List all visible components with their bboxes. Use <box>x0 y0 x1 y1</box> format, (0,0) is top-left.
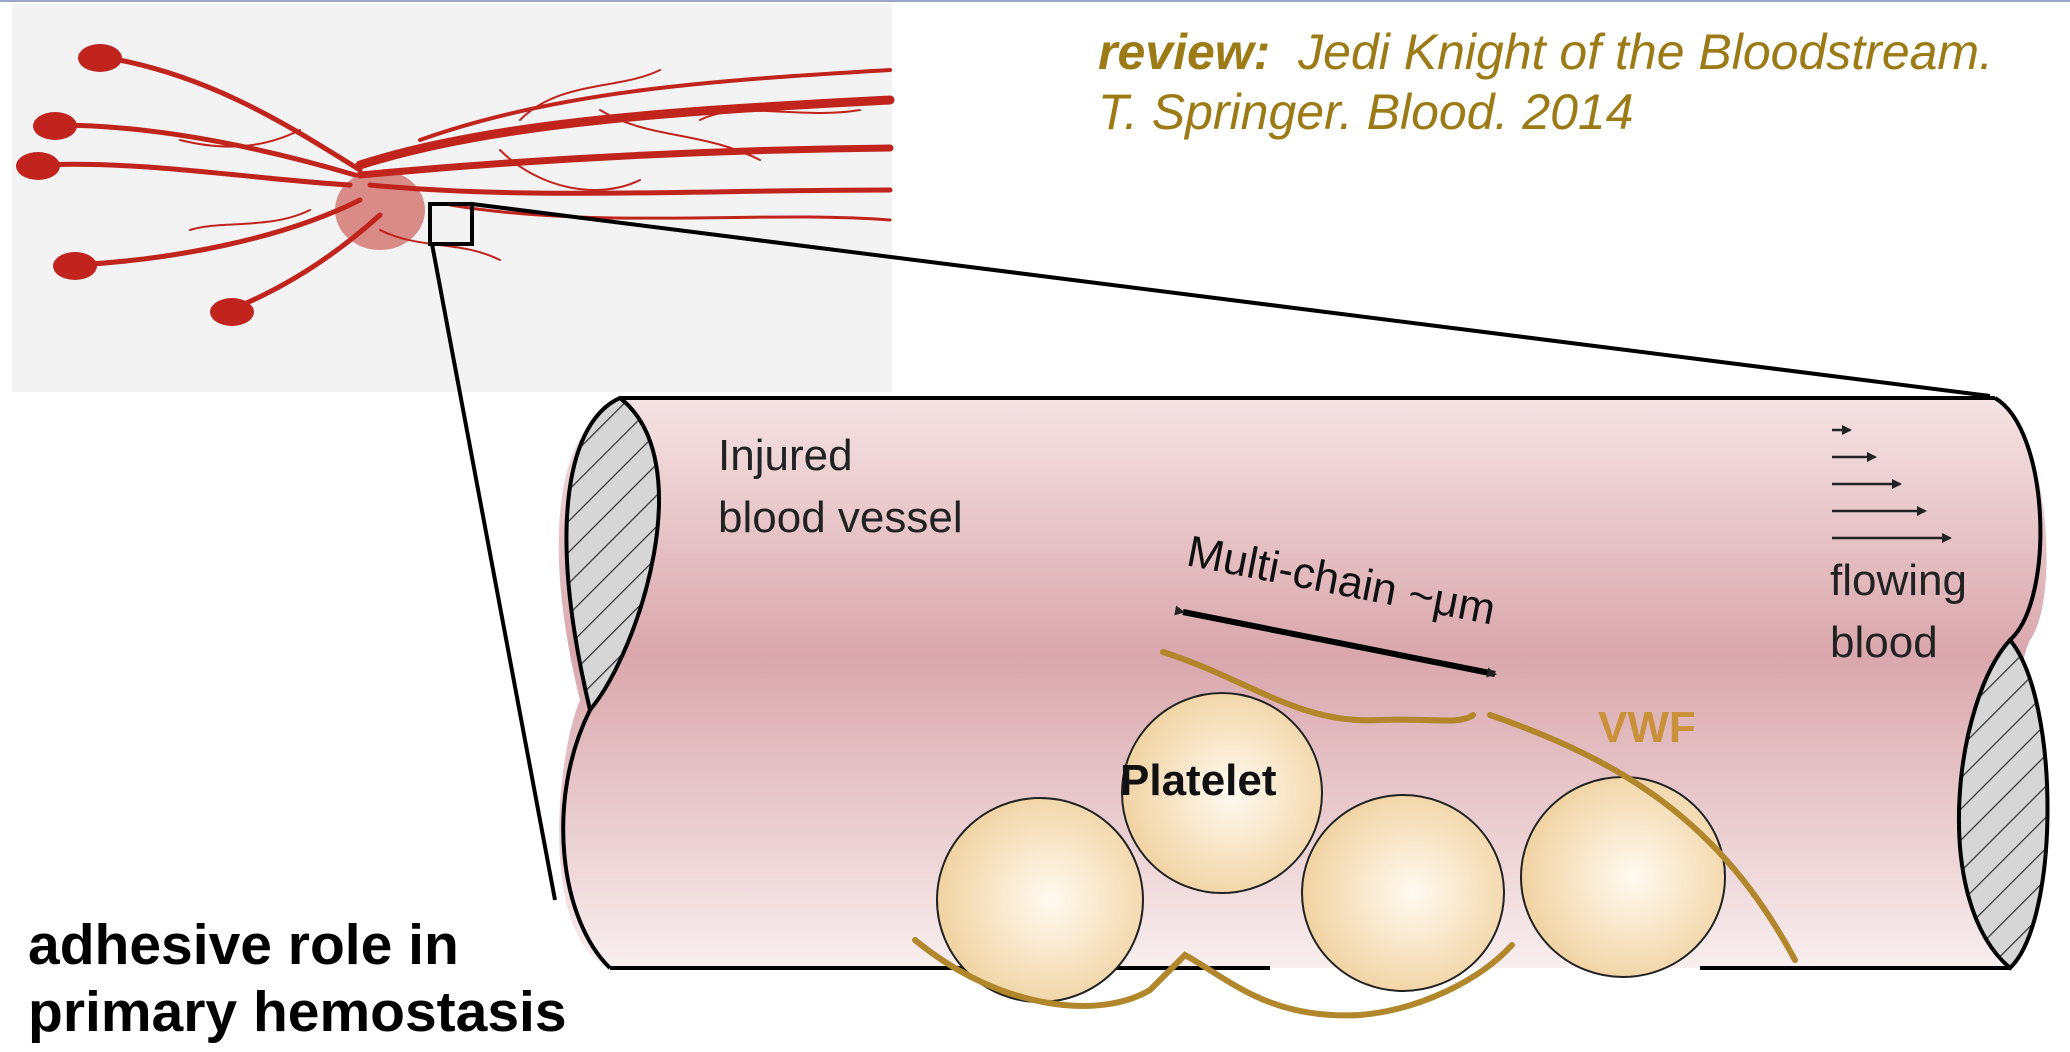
caption: adhesive role in primary hemostasis <box>28 912 567 1046</box>
citation: review: Jedi Knight of the Bloodstream. … <box>1098 22 1993 142</box>
platelet-middle <box>1302 795 1504 991</box>
platelet-label: Platelet <box>1120 756 1277 805</box>
vessel-label-line2: blood vessel <box>718 493 963 542</box>
citation-title: Jedi Knight of the Bloodstream. <box>1298 24 1993 80</box>
caption-line2: primary hemostasis <box>28 979 567 1046</box>
citation-keyword: review: <box>1098 24 1270 80</box>
vwf-label: VWF <box>1598 703 1696 752</box>
platelet-right <box>1521 777 1725 977</box>
arm-vasculature-image <box>12 4 892 392</box>
vessel-label-line1: Injured <box>718 431 853 480</box>
caption-line1: adhesive role in <box>28 912 567 979</box>
flow-label-line2: blood <box>1830 618 1938 667</box>
citation-line1: review: Jedi Knight of the Bloodstream. <box>1098 22 1993 82</box>
citation-line2: T. Springer. Blood. 2014 <box>1098 82 1993 142</box>
flow-label-line1: flowing <box>1830 556 1967 605</box>
platelet-left <box>937 798 1143 1002</box>
